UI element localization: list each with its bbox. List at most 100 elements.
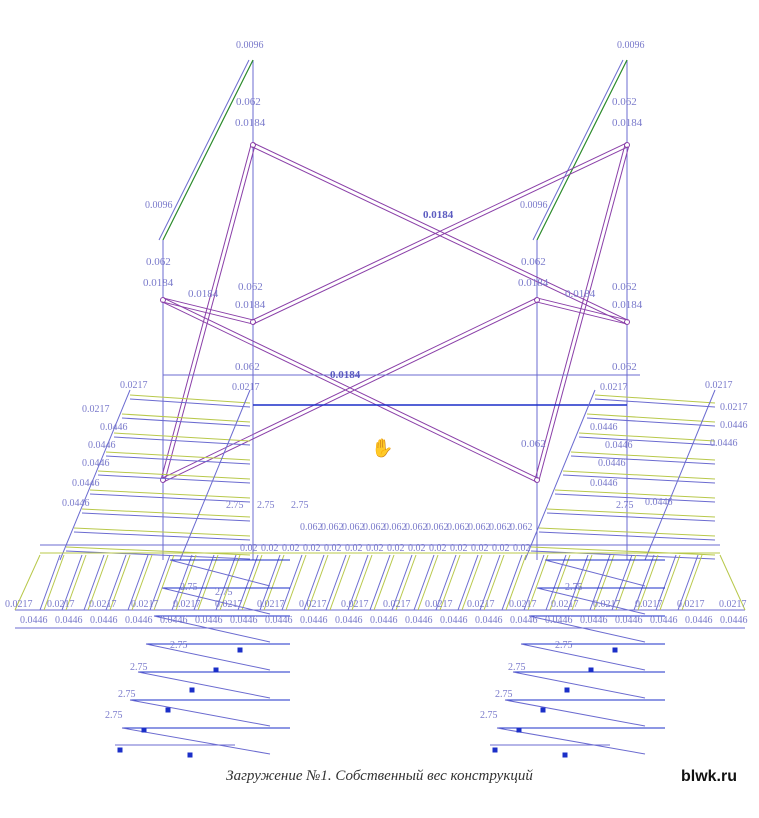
deck-joist [439, 554, 461, 611]
deck-joist [479, 554, 501, 611]
support-node [516, 727, 522, 733]
force-label: 0.062 [612, 281, 637, 293]
stair-tread [586, 417, 716, 427]
stair-tread [73, 531, 251, 541]
deck-joist [325, 554, 347, 611]
deck-joist [215, 554, 237, 611]
force-label: 0.062 [468, 522, 491, 533]
force-label: 2.75 [170, 640, 188, 651]
mast-brace [532, 59, 624, 241]
deck-joist [501, 554, 523, 611]
deck-joist [219, 554, 241, 611]
deck-joist [589, 554, 611, 611]
force-label: 0.062 [426, 522, 449, 533]
force-label: 0.02 [513, 543, 531, 554]
deck-joist [549, 554, 571, 611]
force-label: 2.75 [118, 689, 136, 700]
support-node [540, 707, 546, 713]
stair-tread [89, 493, 251, 503]
support-node [187, 752, 193, 758]
deck-joist [395, 554, 417, 611]
force-label: 2.75 [616, 500, 634, 511]
force-label: 0.0184 [423, 209, 454, 221]
stair-tread [586, 413, 716, 423]
force-label: 0.02 [387, 543, 405, 554]
hand-cursor-icon[interactable]: ✋ [371, 438, 394, 459]
deck-joist [61, 554, 83, 611]
force-label: 0.0446 [370, 615, 398, 626]
force-label: 0.0446 [590, 478, 618, 489]
force-label: 0.0217 [5, 599, 33, 610]
support-brace [544, 559, 646, 587]
force-label: 0.0217 [299, 599, 327, 610]
mast-brace [536, 59, 628, 241]
force-label: 0.062 [405, 522, 428, 533]
force-label: 0.02 [429, 543, 447, 554]
force-label: 2.75 [508, 662, 526, 673]
deck-joist [171, 554, 193, 611]
force-label: 0.0446 [440, 615, 468, 626]
stair-tread [562, 474, 716, 484]
deck-joist [655, 554, 677, 611]
force-label: 0.0446 [590, 422, 618, 433]
deck-joist [615, 554, 637, 611]
force-label: 2.75 [215, 587, 233, 598]
force-label: 0.0446 [230, 615, 258, 626]
force-label: 0.0217 [120, 380, 148, 391]
stair-tread [562, 470, 716, 480]
force-label: 0.02 [450, 543, 468, 554]
cross-brace [161, 297, 537, 479]
deck-joist [39, 554, 61, 611]
force-label: 0.0446 [580, 615, 608, 626]
support-node [213, 667, 219, 673]
deck-joist [109, 554, 131, 611]
force-label: 2.75 [257, 500, 275, 511]
force-label: 0.0184 [235, 299, 266, 311]
support-node [612, 647, 618, 653]
stair-tread [570, 451, 716, 461]
support-brace [504, 699, 646, 727]
stair-tread [594, 394, 716, 404]
support-brace [512, 671, 646, 699]
cross-brace [161, 301, 537, 483]
stair-tread [538, 527, 716, 537]
deck-joist [413, 554, 435, 611]
force-label: 0.0446 [90, 615, 118, 626]
force-label: 0.02 [366, 543, 384, 554]
force-label: 2.75 [565, 582, 583, 593]
force-label: 0.0096 [236, 40, 264, 51]
force-label: 0.02 [261, 543, 279, 554]
stair-tread [546, 512, 716, 522]
force-label: 0.02 [345, 543, 363, 554]
force-label: 2.75 [226, 500, 244, 511]
tower-brace [163, 297, 254, 321]
force-label: 0.0446 [720, 615, 748, 626]
support-node [165, 707, 171, 713]
cross-brace [163, 301, 539, 483]
force-label: 2.75 [555, 640, 573, 651]
deck-joist [567, 554, 589, 611]
stair-tread [578, 432, 716, 442]
force-label: 0.0446 [55, 615, 83, 626]
stair-tread [89, 489, 251, 499]
force-label: 0.062 [521, 256, 546, 268]
force-label: 0.062 [238, 281, 263, 293]
force-label: 0.0446 [300, 615, 328, 626]
deck-joist [153, 554, 175, 611]
force-label: 0.062 [510, 522, 533, 533]
force-label: 0.0184 [612, 117, 643, 129]
force-label: 2.75 [180, 582, 198, 593]
force-label: 0.0446 [88, 440, 116, 451]
force-label: 2.75 [480, 710, 498, 721]
deck-joist [461, 554, 483, 611]
deck-joist [285, 554, 307, 611]
deck-joist [237, 554, 259, 611]
force-label: 0.0217 [232, 382, 260, 393]
force-label: 0.0446 [195, 615, 223, 626]
force-label: 0.0217 [551, 599, 579, 610]
tower-brace [162, 301, 253, 325]
support-node [564, 687, 570, 693]
force-label: 0.0217 [635, 599, 663, 610]
stair-tread [129, 394, 251, 404]
force-label: 0.062 [236, 96, 261, 108]
